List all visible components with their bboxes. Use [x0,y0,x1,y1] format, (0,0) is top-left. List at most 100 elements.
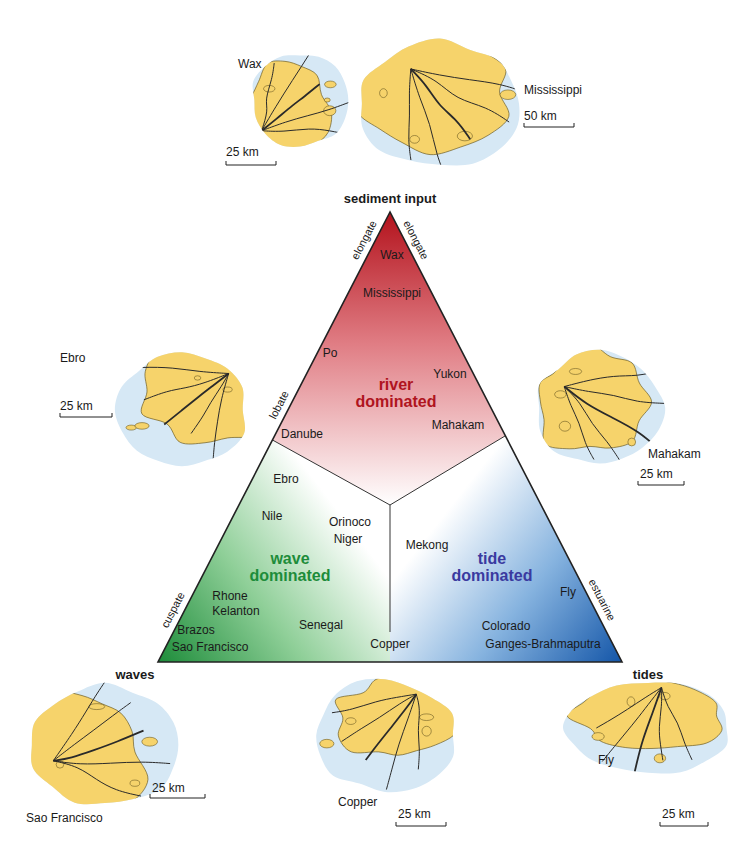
delta-name: Rhone [212,590,247,604]
region-label: tide dominated [447,551,537,585]
river-channel [564,387,594,460]
island [320,739,334,748]
delta-name: Fly [560,586,576,600]
delta-map-inset: Mahakam 25 km [530,345,705,495]
delta-land [22,692,148,818]
island [500,90,516,100]
delta-name: Kelanton [212,605,259,619]
corner-label: waves [115,668,154,683]
scale-label: 50 km [524,110,557,124]
delta-name: Ebro [60,352,85,366]
delta-map-inset: Ebro 25 km [52,345,250,475]
delta-name: Mississippi [524,84,582,98]
delta-name: Sao Francisco [172,641,249,655]
delta-land [567,680,722,749]
river-channel [409,69,411,160]
region-label: wave dominated [245,551,335,585]
river-channel [564,365,675,386]
island [325,81,337,88]
delta-land [355,38,509,155]
river-channel [332,694,416,713]
river-channel [564,387,664,404]
island [628,438,636,446]
delta-name: Sao Francisco [26,812,103,826]
scale-bar [660,822,708,826]
delta-land [141,345,250,444]
river-channel [262,45,325,131]
delta-name: Copper [338,796,377,810]
island [142,737,158,746]
delta-map-inset: Fly25 km [558,676,738,836]
island [410,135,420,143]
island [130,780,140,786]
delta-name: Brazos [177,624,214,638]
river-channel [661,688,692,760]
river-channel [564,387,620,461]
scale-bar [226,161,276,165]
delta-land [539,345,652,449]
river-channel [191,374,229,434]
river-channel [411,69,448,178]
divider-line [390,505,391,632]
delta-map-inset: Mississippi 50 km [355,38,595,178]
divider-line [273,436,506,505]
river-channel [109,367,228,373]
delta-name: Ganges-Brahmaputra [485,638,600,652]
river-channel [262,129,349,135]
scale-label: 25 km [152,782,185,796]
scale-bar [638,481,684,485]
river-channel [262,101,353,131]
delta-name: Mahakam [648,448,701,462]
river-channel [53,761,141,796]
scale-bar [524,123,574,127]
delta-name: Nile [262,510,283,524]
scale-bar [60,413,112,417]
delta-name: Niger [334,533,363,547]
river-channel [602,688,661,762]
delta-name: Mekong [406,539,449,553]
island [194,376,201,380]
island [135,423,149,430]
scale-bar [396,822,446,826]
delta-name: Yukon [433,368,466,382]
river-channel [53,703,130,761]
delta-name: Po [323,347,338,361]
delta-name: Copper [370,638,409,652]
island [559,421,570,431]
island [592,733,604,741]
delta-name: Mississippi [363,287,421,301]
river-channel [144,374,229,400]
corner-label: sediment input [344,192,436,207]
river-channel [416,694,419,769]
island [569,368,581,374]
delta-map [530,345,705,495]
delta-name: Ebro [273,473,298,487]
delta-map [558,676,738,836]
scale-label: 25 km [60,400,93,414]
scale-label: 25 km [640,468,673,482]
river-channel [53,731,143,761]
delta-name: Orinoco [329,516,371,530]
wave-field [158,440,390,662]
delta-name: Wax [238,58,262,72]
river-channel [564,387,660,451]
delta-name: Danube [281,428,323,442]
delta-name: Colorado [482,620,531,634]
island [89,704,105,710]
delta-map [355,38,595,178]
delta-map-inset: Copper 25 km [308,676,468,836]
river-channel [411,69,470,139]
scale-label: 25 km [226,146,259,160]
island [654,754,665,763]
delta-map-inset: Wax 25 km [220,45,355,170]
island [380,89,388,98]
river-channel [164,374,228,425]
scale-label: 25 km [398,808,431,822]
delta-map-inset: Sao Francisco 25 km [22,680,222,838]
river-channel [53,761,170,764]
river-channel [632,688,662,785]
corner-label: tides [633,668,663,683]
river-channel [366,694,417,760]
delta-name: Mahakam [432,419,485,433]
scale-label: 25 km [662,808,695,822]
